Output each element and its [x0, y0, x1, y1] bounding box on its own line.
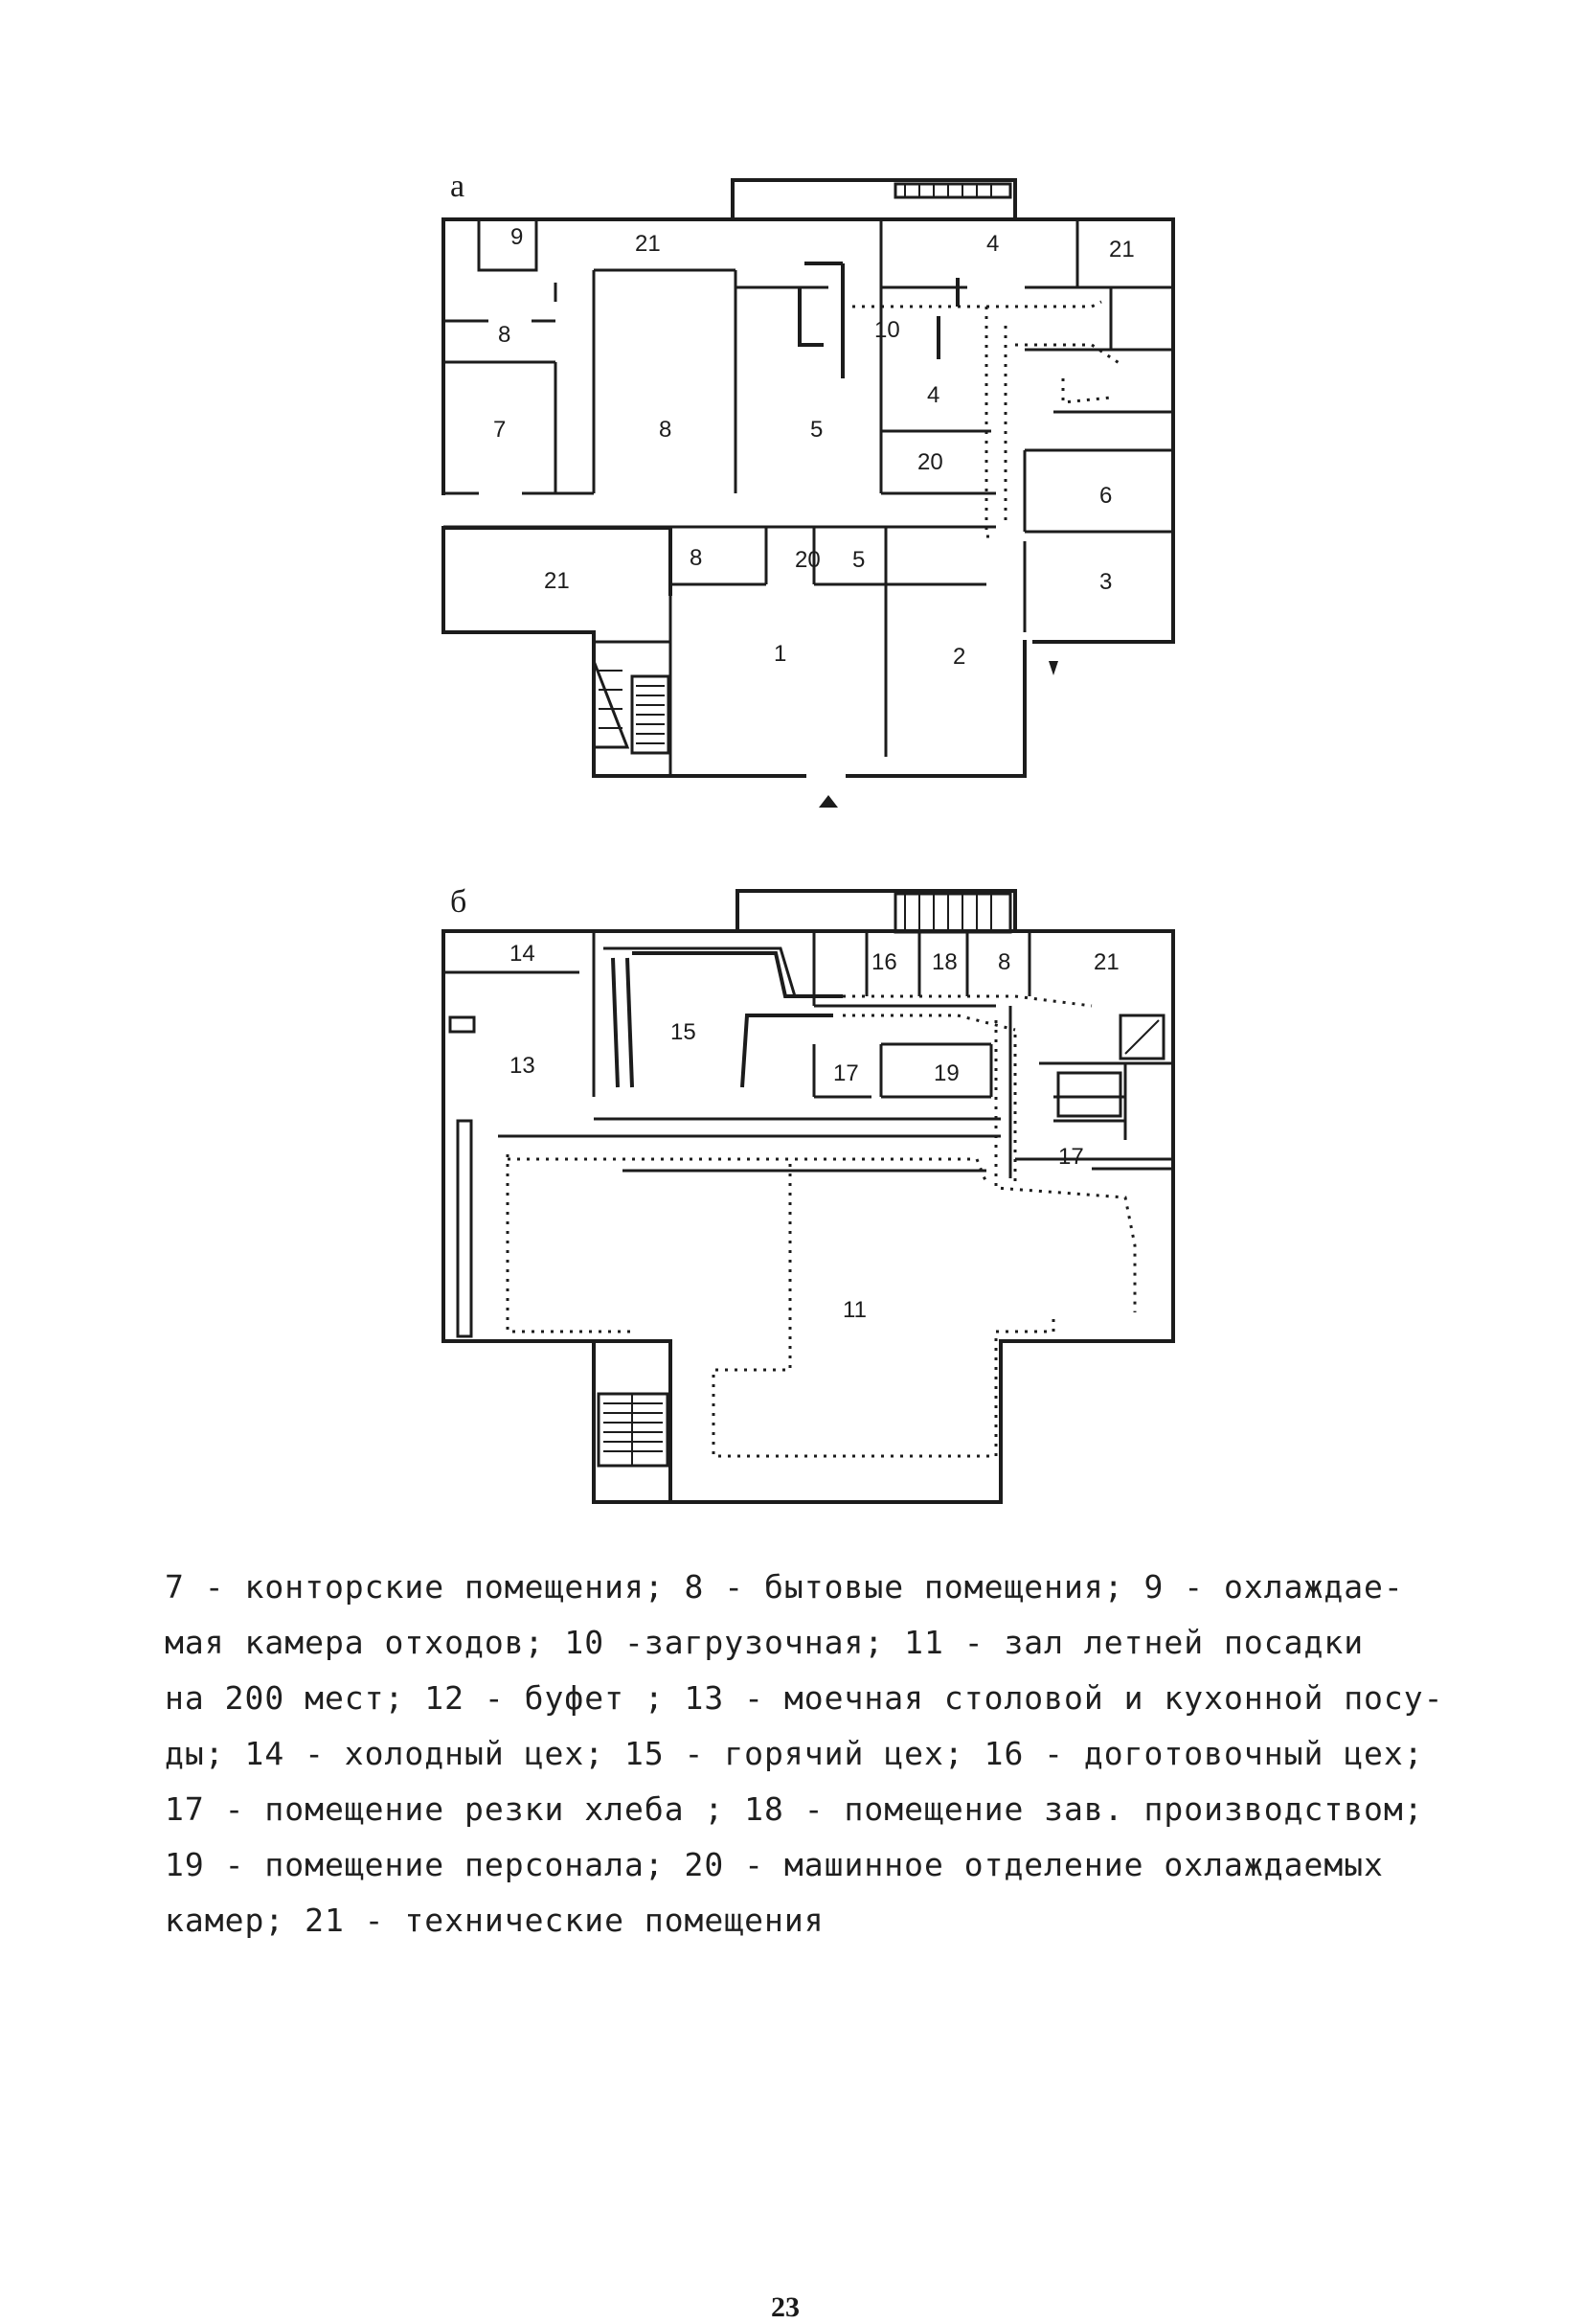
room-13: 13: [509, 1053, 535, 1079]
plan-b-flow-lines: [506, 951, 1137, 1458]
room-18: 18: [932, 949, 958, 975]
legend-line: мая камера отходов; 10 -загрузочная; 11 …: [165, 1624, 1365, 1661]
room-17: 17: [1058, 1144, 1084, 1170]
room-5: 5: [852, 547, 865, 573]
room-6: 6: [1099, 483, 1112, 509]
legend-line: ды; 14 - холодный цех; 15 - горячий цех;…: [165, 1735, 1424, 1772]
plan-b: б: [441, 884, 1175, 1504]
legend-line: камер; 21 - технические помещения: [165, 1902, 825, 1939]
plan-b-walls: [441, 889, 1175, 1504]
plan-b-stair-hatch-bottom: [597, 1392, 669, 1468]
room-19: 19: [934, 1060, 960, 1086]
room-5: 5: [810, 417, 823, 443]
room-21: 21: [1109, 237, 1135, 262]
room-4: 4: [927, 382, 939, 408]
room-2: 2: [953, 644, 965, 670]
plan-a: а: [441, 169, 1175, 808]
room-20: 20: [795, 547, 821, 573]
plan-a-walls: [441, 178, 1175, 778]
room-8: 8: [690, 545, 702, 571]
legend-line: 7 - конторские помещения; 8 - бытовые по…: [165, 1568, 1404, 1606]
plan-b-equipment: [448, 1014, 1165, 1118]
plan-b-room-labels: 14 16 18 8 21 13 15 17 19 17 11: [509, 941, 1120, 1323]
room-9: 9: [510, 224, 523, 250]
room-10: 10: [874, 317, 900, 343]
room-15: 15: [670, 1019, 696, 1045]
legend-text: 7 - конторские помещения; 8 - бытовые по…: [165, 1560, 1467, 1948]
room-7: 7: [493, 417, 506, 443]
room-20: 20: [917, 449, 943, 475]
plan-b-letter: б: [450, 884, 466, 920]
room-21: 21: [635, 231, 661, 257]
room-21: 21: [1094, 949, 1120, 975]
legend-line: 17 - помещение резки хлеба ; 18 - помеще…: [165, 1790, 1424, 1828]
room-8: 8: [659, 417, 671, 443]
room-17: 17: [833, 1060, 859, 1086]
room-16: 16: [871, 949, 897, 975]
plan-a-letter: а: [450, 169, 464, 204]
room-14: 14: [509, 941, 535, 967]
page-number: 23: [771, 2291, 800, 2323]
plan-a-flow-lines: [798, 262, 1121, 808]
room-8: 8: [498, 322, 510, 348]
legend-line: 19 - помещение персонала; 20 - машинное …: [165, 1846, 1384, 1883]
room-8: 8: [998, 949, 1010, 975]
room-4: 4: [986, 231, 999, 257]
room-1: 1: [774, 641, 786, 667]
plan-a-room-labels: 9 21 4 21 8 10 4 7 8 5 20 6 21 8 20 5 3 …: [493, 224, 1135, 670]
room-3: 3: [1099, 569, 1112, 595]
plan-a-stair-hatch-bottom: [592, 660, 670, 755]
legend-line: на 200 мест; 12 - буфет ; 13 - моечная с…: [165, 1679, 1444, 1717]
plan-a-stair-hatch-top: [894, 182, 1012, 199]
room-11: 11: [843, 1297, 867, 1323]
room-21: 21: [544, 568, 570, 594]
plan-b-stair-hatch-top: [894, 892, 1012, 934]
